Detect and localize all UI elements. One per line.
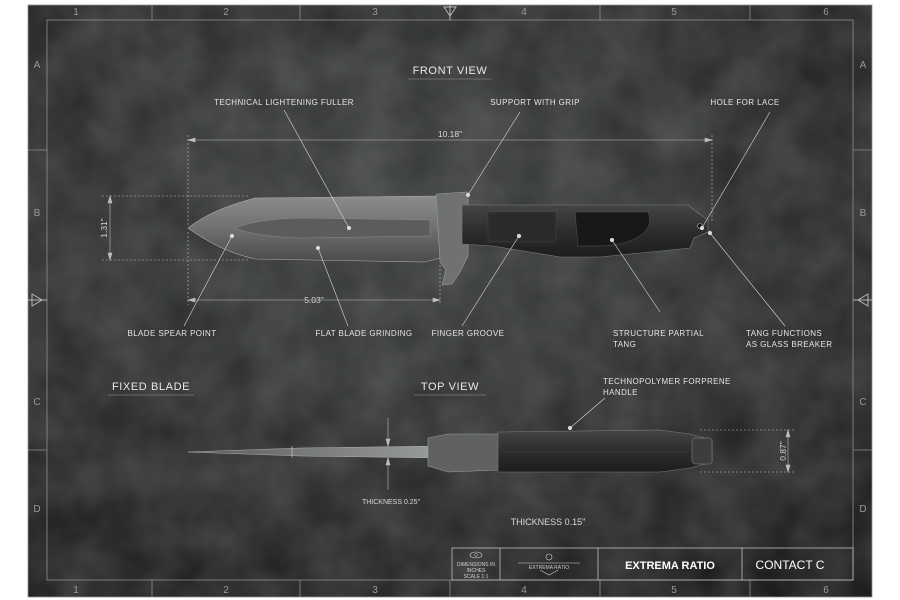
callout-flat: FLAT BLADE GRINDING (315, 329, 412, 338)
top-dimension-lines (385, 418, 795, 490)
handle-top (497, 429, 713, 473)
front-view-title: FRONT VIEW (408, 65, 492, 80)
dim-handle-width: 0.87" (778, 441, 788, 461)
grid-col-1-bottom: 1 (73, 585, 79, 596)
extrema-ratio-logo-icon (518, 553, 580, 576)
callout-finger: FINGER GROOVE (432, 329, 505, 338)
centering-mark-right (853, 293, 872, 307)
model-name: CONTACT C (756, 558, 825, 572)
grid-col-5-bottom: 5 (671, 585, 677, 596)
callout-glass-2: AS GLASS BREAKER (746, 340, 832, 349)
centering-mark-top (443, 5, 457, 20)
top-view-title: TOP VIEW (414, 381, 486, 396)
top-view-label: TOP VIEW (421, 381, 479, 393)
grid-row-a-right: A (860, 60, 867, 71)
logo-cell: EXTREMA RATIO (518, 553, 580, 576)
grid-row-c: C (33, 397, 40, 408)
grid-row-b-right: B (860, 208, 867, 219)
pommel-top (691, 437, 713, 465)
grid-row-a: A (34, 60, 41, 71)
grid-col-4-bottom: 4 (521, 585, 527, 596)
logo-text: EXTREMA RATIO (529, 565, 569, 571)
fixed-blade-label: FIXED BLADE (112, 381, 190, 393)
grid-col-3-bottom: 3 (372, 585, 378, 596)
callout-tang-2: TANG (613, 340, 636, 349)
grid-col-6-bottom: 6 (823, 585, 829, 596)
callout-glass-1: TANG FUNCTIONS (746, 329, 822, 338)
dim-blade-height: 1.31" (99, 218, 109, 238)
projection-symbol-icon (469, 551, 483, 559)
fixed-blade-title: FIXED BLADE (108, 381, 194, 396)
top-view-knife (187, 429, 713, 473)
grid-col-5: 5 (671, 7, 677, 18)
grid-col-2: 2 (223, 7, 229, 18)
callout-support: SUPPORT WITH GRIP (490, 98, 580, 107)
brand-name: EXTREMA RATIO (625, 560, 715, 572)
grip-panel (574, 211, 650, 247)
dim-overall-length: 10.18" (438, 129, 462, 139)
front-view-label: FRONT VIEW (413, 65, 488, 77)
dim-thickness-bottom: THICKNESS 0.15" (511, 517, 586, 527)
scale-line-3: SCALE 1:1 (464, 574, 489, 580)
dim-blade-length: 5.03" (304, 295, 324, 305)
grid-row-b: B (34, 208, 41, 219)
grid-col-6: 6 (823, 7, 829, 18)
grid-col-4: 4 (521, 7, 527, 18)
grid-row-c-right: C (859, 397, 866, 408)
scale-line-1: DIMENSIONS IN (457, 562, 495, 568)
scale-line-2: INCHES (467, 568, 487, 574)
fuller (234, 217, 431, 239)
grid-row-d-right: D (859, 504, 866, 515)
centering-mark-left (28, 293, 47, 307)
front-dimension-lines (102, 135, 714, 305)
callout-leaders (183, 109, 786, 431)
texture (28, 5, 872, 597)
callout-handle-1: TECHNOPOLYMER FORPRENE (603, 377, 731, 386)
dim-thickness-top: THICKNESS 0.25" (362, 499, 421, 506)
callout-handle-2: HANDLE (603, 388, 638, 397)
scale-cell: DIMENSIONS IN INCHES SCALE 1:1 (457, 551, 495, 580)
callout-fuller: TECHNICAL LIGHTENING FULLER (214, 98, 354, 107)
guard-top (427, 433, 501, 473)
callout-spear: BLADE SPEAR POINT (127, 329, 216, 338)
callout-tang-1: STRUCTURE PARTIAL (613, 329, 704, 338)
grid-col-2-bottom: 2 (223, 585, 229, 596)
front-view-knife (187, 191, 709, 286)
finger-groove-inset (487, 211, 557, 243)
grid-col-3: 3 (372, 7, 378, 18)
grid-col-1: 1 (73, 7, 79, 18)
grid-row-d: D (33, 504, 40, 515)
callout-hole: HOLE FOR LACE (710, 98, 779, 107)
title-block (451, 547, 854, 581)
